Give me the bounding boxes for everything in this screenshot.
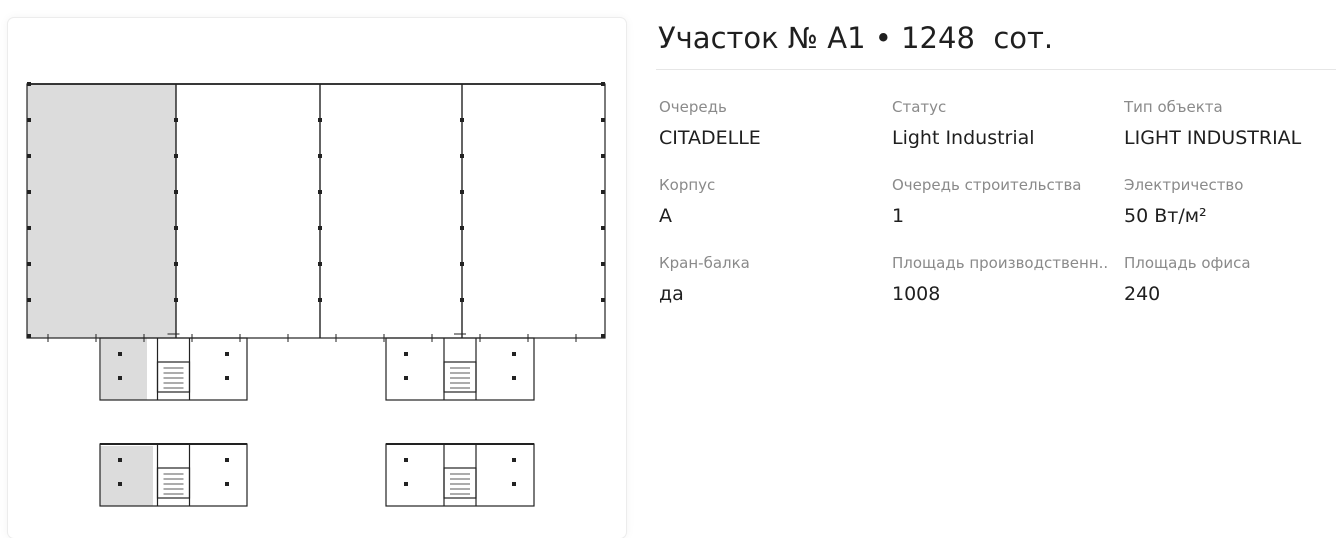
plan-column xyxy=(404,376,408,380)
prop-electricity: Электричество 50 Вт/м² xyxy=(1124,175,1334,229)
plan-column xyxy=(27,154,31,158)
prop-label: Кран-балка xyxy=(659,254,750,272)
plan-column xyxy=(601,118,605,122)
plan-column xyxy=(404,482,408,486)
prop-label: Корпус xyxy=(659,176,716,194)
plan-wall xyxy=(156,467,191,499)
prop-label: Электричество xyxy=(1124,176,1244,194)
plot-info-panel: Участок № А1 • 1248 сот. Очередь CITADEL… xyxy=(656,0,1336,522)
plan-column xyxy=(601,82,605,86)
plan-column xyxy=(174,118,178,122)
selected-unit-highlight xyxy=(100,446,153,506)
plan-column xyxy=(601,262,605,266)
prop-label: Очередь xyxy=(659,98,727,116)
plan-column xyxy=(118,352,122,356)
prop-label: Площадь офиса xyxy=(1124,254,1251,272)
plan-column xyxy=(318,226,322,230)
plan-column xyxy=(174,262,178,266)
plan-column xyxy=(512,482,516,486)
plan-column xyxy=(174,190,178,194)
plan-column xyxy=(225,482,229,486)
prop-label: Статус xyxy=(892,98,947,116)
plan-column xyxy=(318,118,322,122)
prop-queue: Очередь CITADELLE xyxy=(659,97,879,151)
prop-construction-phase: Очередь строительства 1 xyxy=(892,175,1112,229)
plan-column xyxy=(225,458,229,462)
plan-column xyxy=(27,298,31,302)
plan-column xyxy=(27,190,31,194)
plan-column xyxy=(601,190,605,194)
plan-column xyxy=(460,298,464,302)
plan-column xyxy=(118,482,122,486)
plan-column xyxy=(404,458,408,462)
plan-column xyxy=(460,118,464,122)
plan-column xyxy=(27,262,31,266)
prop-value: 240 xyxy=(1124,283,1161,305)
prop-status: Статус Light Industrial xyxy=(892,97,1112,151)
plan-column xyxy=(601,334,605,338)
plan-column xyxy=(27,334,31,338)
prop-value: 50 Вт/м² xyxy=(1124,205,1207,227)
prop-value: да xyxy=(659,283,684,305)
plot-title: Участок № А1 • 1248 сот. xyxy=(658,21,1054,55)
prop-value: CITADELLE xyxy=(659,127,761,149)
plan-column xyxy=(601,154,605,158)
prop-value: 1 xyxy=(892,205,905,227)
plan-column xyxy=(225,352,229,356)
prop-value: LIGHT INDUSTRIAL xyxy=(1124,127,1302,149)
plan-column xyxy=(118,376,122,380)
plan-column xyxy=(174,298,178,302)
plan-column xyxy=(601,226,605,230)
plan-column xyxy=(512,352,516,356)
plan-column xyxy=(460,190,464,194)
plan-column xyxy=(27,226,31,230)
floor-plan-card xyxy=(8,18,626,538)
floor-plan-drawing xyxy=(26,82,606,507)
plan-column xyxy=(460,154,464,158)
prop-office-area: Площадь офиса 240 xyxy=(1124,253,1334,307)
title-divider xyxy=(656,69,1336,70)
plan-column xyxy=(460,262,464,266)
plan-wall xyxy=(385,337,535,401)
prop-value: Light Industrial xyxy=(892,127,1035,149)
plan-column xyxy=(318,154,322,158)
plan-wall xyxy=(99,337,248,401)
prop-label: Очередь строительства xyxy=(892,176,1082,194)
plan-column xyxy=(27,82,31,86)
prop-crane-beam: Кран-балка да xyxy=(659,253,879,307)
prop-label: Тип объекта xyxy=(1124,98,1223,116)
plan-column xyxy=(225,376,229,380)
plan-column xyxy=(404,352,408,356)
plan-column xyxy=(174,226,178,230)
plan-column xyxy=(174,154,178,158)
plan-column xyxy=(460,226,464,230)
plan-column xyxy=(318,298,322,302)
plan-column xyxy=(27,118,31,122)
prop-label: Площадь производственн.. xyxy=(892,254,1109,272)
plan-column xyxy=(118,458,122,462)
plan-column xyxy=(512,458,516,462)
prop-production-area: Площадь производственн.. 1008 xyxy=(892,253,1112,307)
prop-building: Корпус A xyxy=(659,175,879,229)
prop-value: 1008 xyxy=(892,283,941,305)
selected-unit-highlight xyxy=(27,84,176,338)
plan-column xyxy=(318,262,322,266)
prop-value: A xyxy=(659,205,672,227)
plan-column xyxy=(318,190,322,194)
plan-wall xyxy=(443,467,477,499)
plan-wall xyxy=(385,443,535,507)
plan-column xyxy=(512,376,516,380)
plan-wall xyxy=(156,361,191,393)
plan-wall xyxy=(443,361,477,393)
selected-unit-highlight xyxy=(101,338,147,400)
prop-object-type: Тип объекта LIGHT INDUSTRIAL xyxy=(1124,97,1334,151)
plan-column xyxy=(601,298,605,302)
